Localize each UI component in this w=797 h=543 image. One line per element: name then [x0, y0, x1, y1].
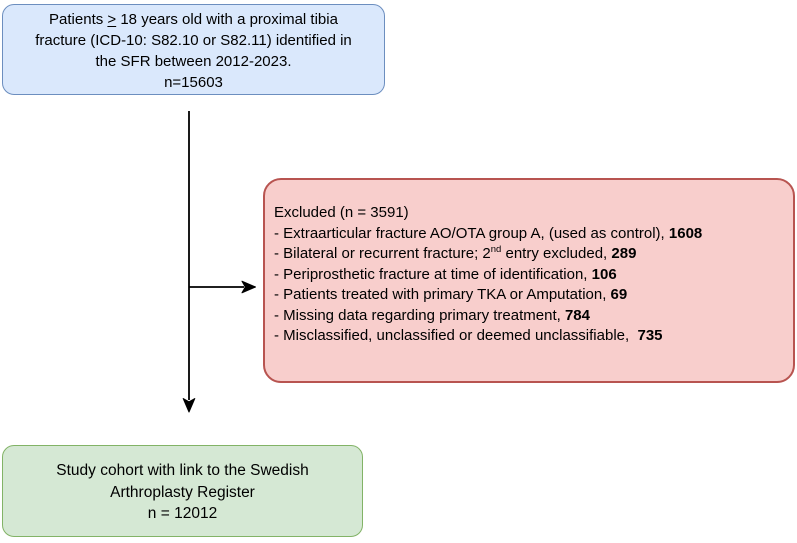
count-value: 69 [610, 286, 628, 303]
text-segment: Patients [49, 11, 108, 28]
excluded-item-bilateral: - Bilateral or recurrent fracture; 2nd e… [274, 244, 785, 265]
ordinal-superscript: nd [490, 244, 502, 255]
right-arrowhead-icon [241, 280, 256, 294]
source-line-3: the SFR between 2012-2023. [95, 53, 292, 70]
count-value: 1608 [668, 224, 703, 242]
study-count: n = 12012 [147, 505, 218, 522]
text-segment: - Periprosthetic fracture at time of ide… [274, 265, 592, 283]
excluded-item-extraarticular: - Extraarticular fracture AO/OTA group A… [274, 224, 785, 245]
text-segment: - Missing data regarding primary treatme… [274, 306, 565, 324]
source-line-1: Patients > 18 years old with a proximal … [3, 9, 384, 30]
study-cohort-box: Study cohort with link to the Swedish Ar… [2, 445, 363, 537]
text-segment: entry excluded, [501, 245, 612, 262]
excluded-item-periprosthetic: - Periprosthetic fracture at time of ide… [274, 265, 785, 286]
text-segment: - Extraarticular fracture AO/OTA group A… [274, 224, 669, 242]
source-count: n=15603 [164, 74, 223, 91]
count-value: 289 [611, 245, 637, 262]
text-segment: 18 years old with a proximal tibia [116, 11, 338, 28]
count-value: 735 [637, 327, 663, 344]
excluded-item-missing-data: - Missing data regarding primary treatme… [274, 306, 785, 327]
study-line-1: Study cohort with link to the Swedish [56, 462, 309, 479]
excluded-item-tka-amputation: - Patients treated with primary TKA or A… [274, 285, 785, 306]
text-segment: - Misclassified, unclassified or deemed … [274, 327, 638, 344]
excluded-item-misclassified: - Misclassified, unclassified or deemed … [274, 326, 785, 347]
text-segment: - Patients treated with primary TKA or A… [274, 286, 611, 303]
text-segment: - Bilateral or recurrent fracture; 2 [274, 245, 491, 262]
greater-equal-symbol: > [107, 11, 117, 28]
excluded-box: Excluded (n = 3591) - Extraarticular fra… [263, 178, 795, 383]
count-value: 106 [591, 265, 617, 283]
source-line-2: fracture (ICD-10: S82.10 or S82.11) iden… [35, 32, 352, 49]
excluded-title: Excluded (n = 3591) [274, 204, 409, 221]
source-population-box: Patients > 18 years old with a proximal … [2, 4, 385, 95]
count-value: 784 [564, 306, 590, 324]
down-arrowhead-icon [182, 398, 196, 413]
study-line-2: Arthroplasty Register [110, 483, 255, 501]
